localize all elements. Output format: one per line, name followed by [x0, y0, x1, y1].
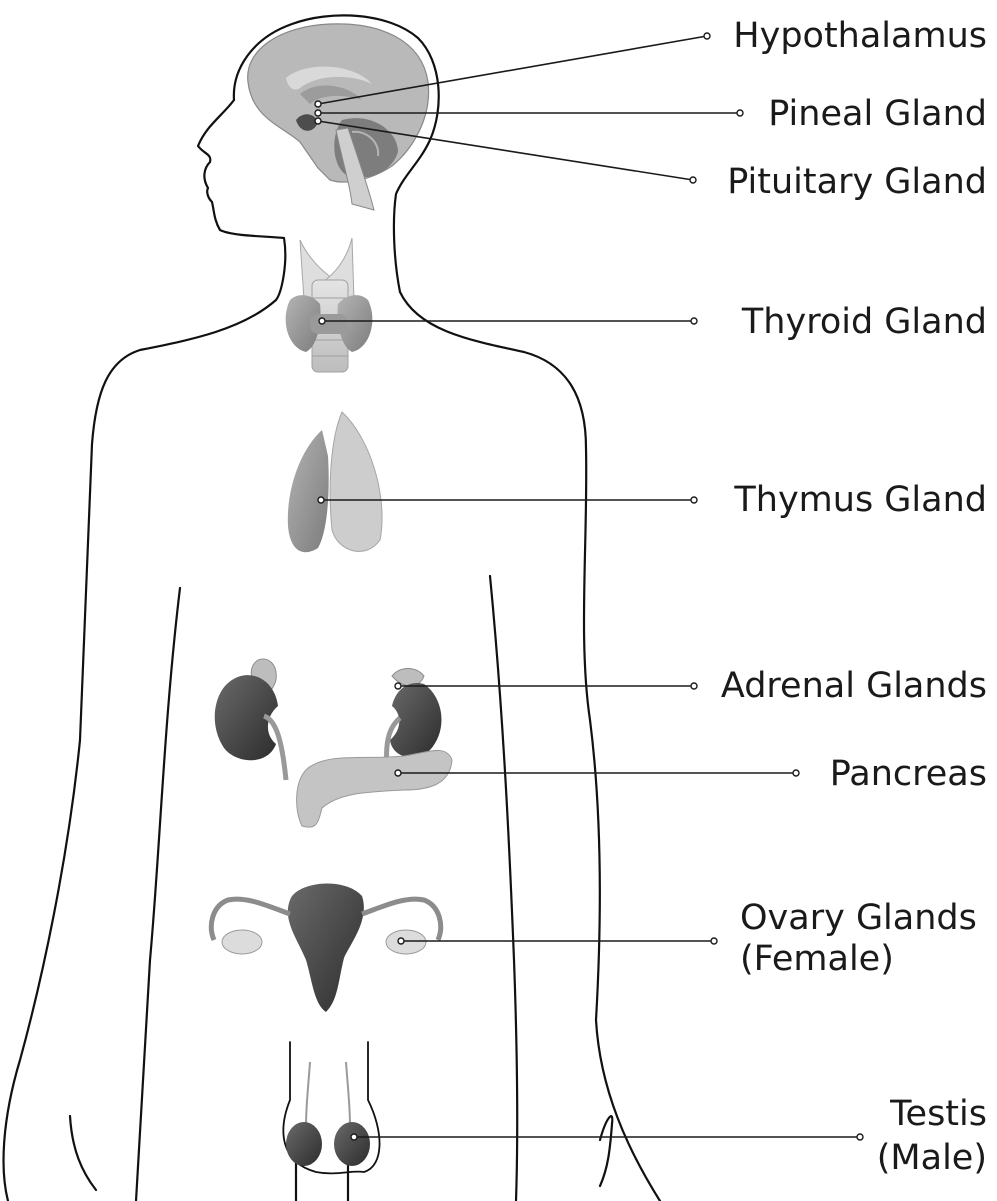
thyroid-illustration — [286, 238, 373, 372]
male-reproductive-illustration — [283, 1042, 379, 1173]
label-adrenal-glands: Adrenal Glands — [721, 666, 987, 706]
female-reproductive-illustration — [211, 884, 440, 1012]
label-testis-male: (Male) — [877, 1138, 987, 1178]
label-pituitary-gland: Pituitary Gland — [727, 162, 987, 202]
label-ovary-glands: Ovary Glands — [740, 898, 977, 938]
label-ovary-female: (Female) — [740, 939, 894, 979]
label-pineal-gland: Pineal Gland — [768, 94, 987, 134]
body-outline — [4, 15, 660, 1201]
label-hypothalamus: Hypothalamus — [733, 16, 987, 56]
thymus-illustration — [288, 412, 382, 552]
label-testis: Testis — [889, 1094, 987, 1134]
kidneys-adrenals-illustration — [215, 659, 452, 827]
label-pancreas: Pancreas — [830, 754, 987, 794]
gland-labels: Hypothalamus Pineal Gland Pituitary Glan… — [721, 16, 987, 1178]
label-thyroid-gland: Thyroid Gland — [741, 302, 987, 342]
label-thymus-gland: Thymus Gland — [733, 480, 987, 520]
